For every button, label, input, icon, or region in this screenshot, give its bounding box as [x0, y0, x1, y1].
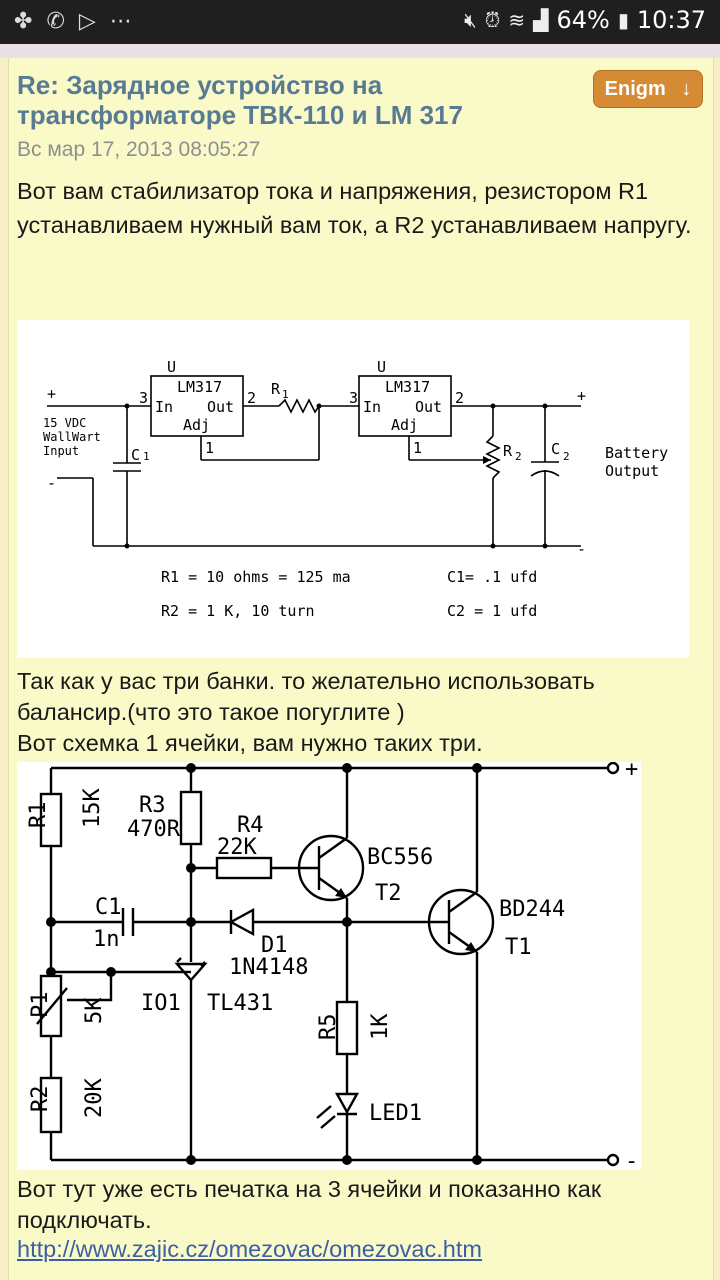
- post-date: Вс мар 17, 2013 08:05:27: [17, 138, 261, 161]
- r1-sub: 1: [282, 388, 289, 401]
- chip2-pin1: 1: [413, 439, 422, 457]
- schematic-lm317: U U LM317 LM317 In Out Adj In Out Adj 3 …: [43, 358, 668, 620]
- chip1-name: LM317: [177, 378, 222, 396]
- r4-value: 22K: [217, 835, 257, 860]
- spec-c1: C1= .1 ufd: [447, 568, 537, 586]
- pcb-link[interactable]: http://www.zajic.cz/omezovac/omezovac.ht…: [17, 1236, 482, 1262]
- chip1-in: In: [155, 398, 173, 416]
- chip1-pin1: 1: [205, 439, 214, 457]
- c1-label: C1: [95, 895, 122, 920]
- pinwheel-icon: ✤: [14, 9, 33, 34]
- status-bar: ✤ ✆ ▷ ⋯ 🔇︎ ⏰︎ ≋ ▟ 64% ▮ 10:37: [0, 0, 720, 44]
- battery-percent: 64%: [556, 6, 610, 34]
- post-title[interactable]: Re: Зарядное устройство на трансформатор…: [17, 70, 463, 130]
- r2-value: 20K: [82, 1078, 107, 1118]
- io1-label: IO1: [141, 991, 181, 1016]
- d1-type: 1N4148: [229, 955, 308, 980]
- chip1-pin2: 2: [247, 389, 256, 407]
- input-label-3: Input: [43, 444, 79, 458]
- chip2-out: Out: [415, 398, 442, 416]
- wifi-icon: ≋: [508, 8, 526, 32]
- spec-c2: C2 = 1 ufd: [447, 602, 537, 620]
- status-right: 🔇︎ ⏰︎ ≋ ▟ 64% ▮ 10:37: [464, 6, 706, 34]
- r1-value: 15K: [80, 788, 105, 828]
- battery-icon: ▮: [617, 8, 629, 32]
- r5-value: 1K: [368, 1013, 393, 1040]
- r2-label: R: [503, 442, 513, 460]
- chip2-pin2: 2: [455, 389, 464, 407]
- output-plus: +: [577, 387, 586, 405]
- r3-value: 470R: [127, 817, 181, 842]
- viber-icon: ✆: [46, 9, 65, 34]
- output-minus: -: [577, 540, 586, 558]
- output-label-2: Output: [605, 462, 659, 480]
- p1-value: 5K: [82, 997, 107, 1024]
- input-minus: -: [47, 474, 56, 492]
- previous-post-edge: [0, 44, 720, 58]
- c1-value: 1n: [93, 927, 120, 952]
- r3-label: R3: [139, 793, 166, 818]
- signal-icon: ▟: [533, 8, 549, 32]
- led-label: LED1: [369, 1101, 422, 1126]
- spec-r1: R1 = 10 ohms = 125 ma: [161, 568, 351, 586]
- r2-sub: 2: [515, 450, 522, 463]
- c2-sub: 2: [563, 450, 570, 463]
- c1-label: C: [131, 446, 140, 464]
- r1-label: R: [271, 380, 281, 398]
- chip1-adj: Adj: [183, 416, 210, 434]
- t1-type: BD244: [499, 897, 565, 922]
- alarm-icon: ⏰︎: [484, 8, 501, 32]
- r2-label: R2: [28, 1086, 53, 1113]
- forum-post: Re: Зарядное устройство на трансформатор…: [8, 58, 714, 1280]
- play-icon: ▷: [78, 9, 96, 34]
- input-label-1: 15 VDC: [43, 416, 86, 430]
- p1-label: P1: [28, 992, 53, 1019]
- spec-r2: R2 = 1 K, 10 turn: [161, 602, 315, 620]
- clock: 10:37: [636, 6, 706, 34]
- author-button[interactable]: Enigm ↓: [593, 70, 703, 108]
- out-plus: +: [625, 762, 638, 782]
- author-name: Enigm: [604, 78, 666, 100]
- schematic-balancer-image[interactable]: R1 15K R3 470R R4 22K BC556 T2 BD244 T1 …: [17, 757, 641, 1174]
- r1-label: R1: [26, 802, 51, 829]
- arrow-down-icon: ↓: [681, 78, 692, 100]
- chip2-in: In: [363, 398, 381, 416]
- dots-icon: ⋯: [109, 9, 132, 34]
- t1-label: T1: [505, 935, 532, 960]
- schematic-lm317-image[interactable]: U U LM317 LM317 In Out Adj In Out Adj 3 …: [17, 320, 689, 658]
- input-plus: +: [47, 385, 56, 403]
- paragraph2-line1: Так как у вас три банки. то желательно и…: [17, 668, 595, 725]
- chip2-adj: Adj: [391, 416, 418, 434]
- u1-label: U: [167, 358, 176, 376]
- d1-label: D1: [261, 933, 288, 958]
- r4-label: R4: [237, 813, 264, 838]
- post-paragraph-2: Так как у вас три банки. то желательно и…: [17, 666, 707, 759]
- post-paragraph: Вот вам стабилизатор тока и напряжения, …: [17, 178, 692, 238]
- chip1-pin3: 3: [139, 389, 148, 407]
- t2-label: T2: [375, 881, 402, 906]
- post-paragraph-3: Вот тут уже есть печатка на 3 ячейки и п…: [17, 1176, 602, 1233]
- chip1-out: Out: [207, 398, 234, 416]
- io1-type: TL431: [207, 991, 273, 1016]
- schematic-balancer: R1 15K R3 470R R4 22K BC556 T2 BD244 T1 …: [26, 757, 638, 1174]
- t2-type: BC556: [367, 845, 433, 870]
- u2-label: U: [377, 358, 386, 376]
- output-label-1: Battery: [605, 444, 668, 462]
- status-left-icons: ✤ ✆ ▷ ⋯: [14, 8, 132, 36]
- c1-sub: 1: [143, 450, 150, 463]
- input-label-2: WallWart: [43, 430, 101, 444]
- mute-icon: 🔇︎: [464, 8, 477, 32]
- chip2-pin3: 3: [349, 389, 358, 407]
- chip2-name: LM317: [385, 378, 430, 396]
- out-minus: -: [625, 1149, 638, 1170]
- r5-label: R5: [316, 1014, 341, 1041]
- paragraph2-line2: Вот схемка 1 ячейки, вам нужно таких три…: [17, 730, 483, 756]
- c2-label: C: [551, 440, 560, 458]
